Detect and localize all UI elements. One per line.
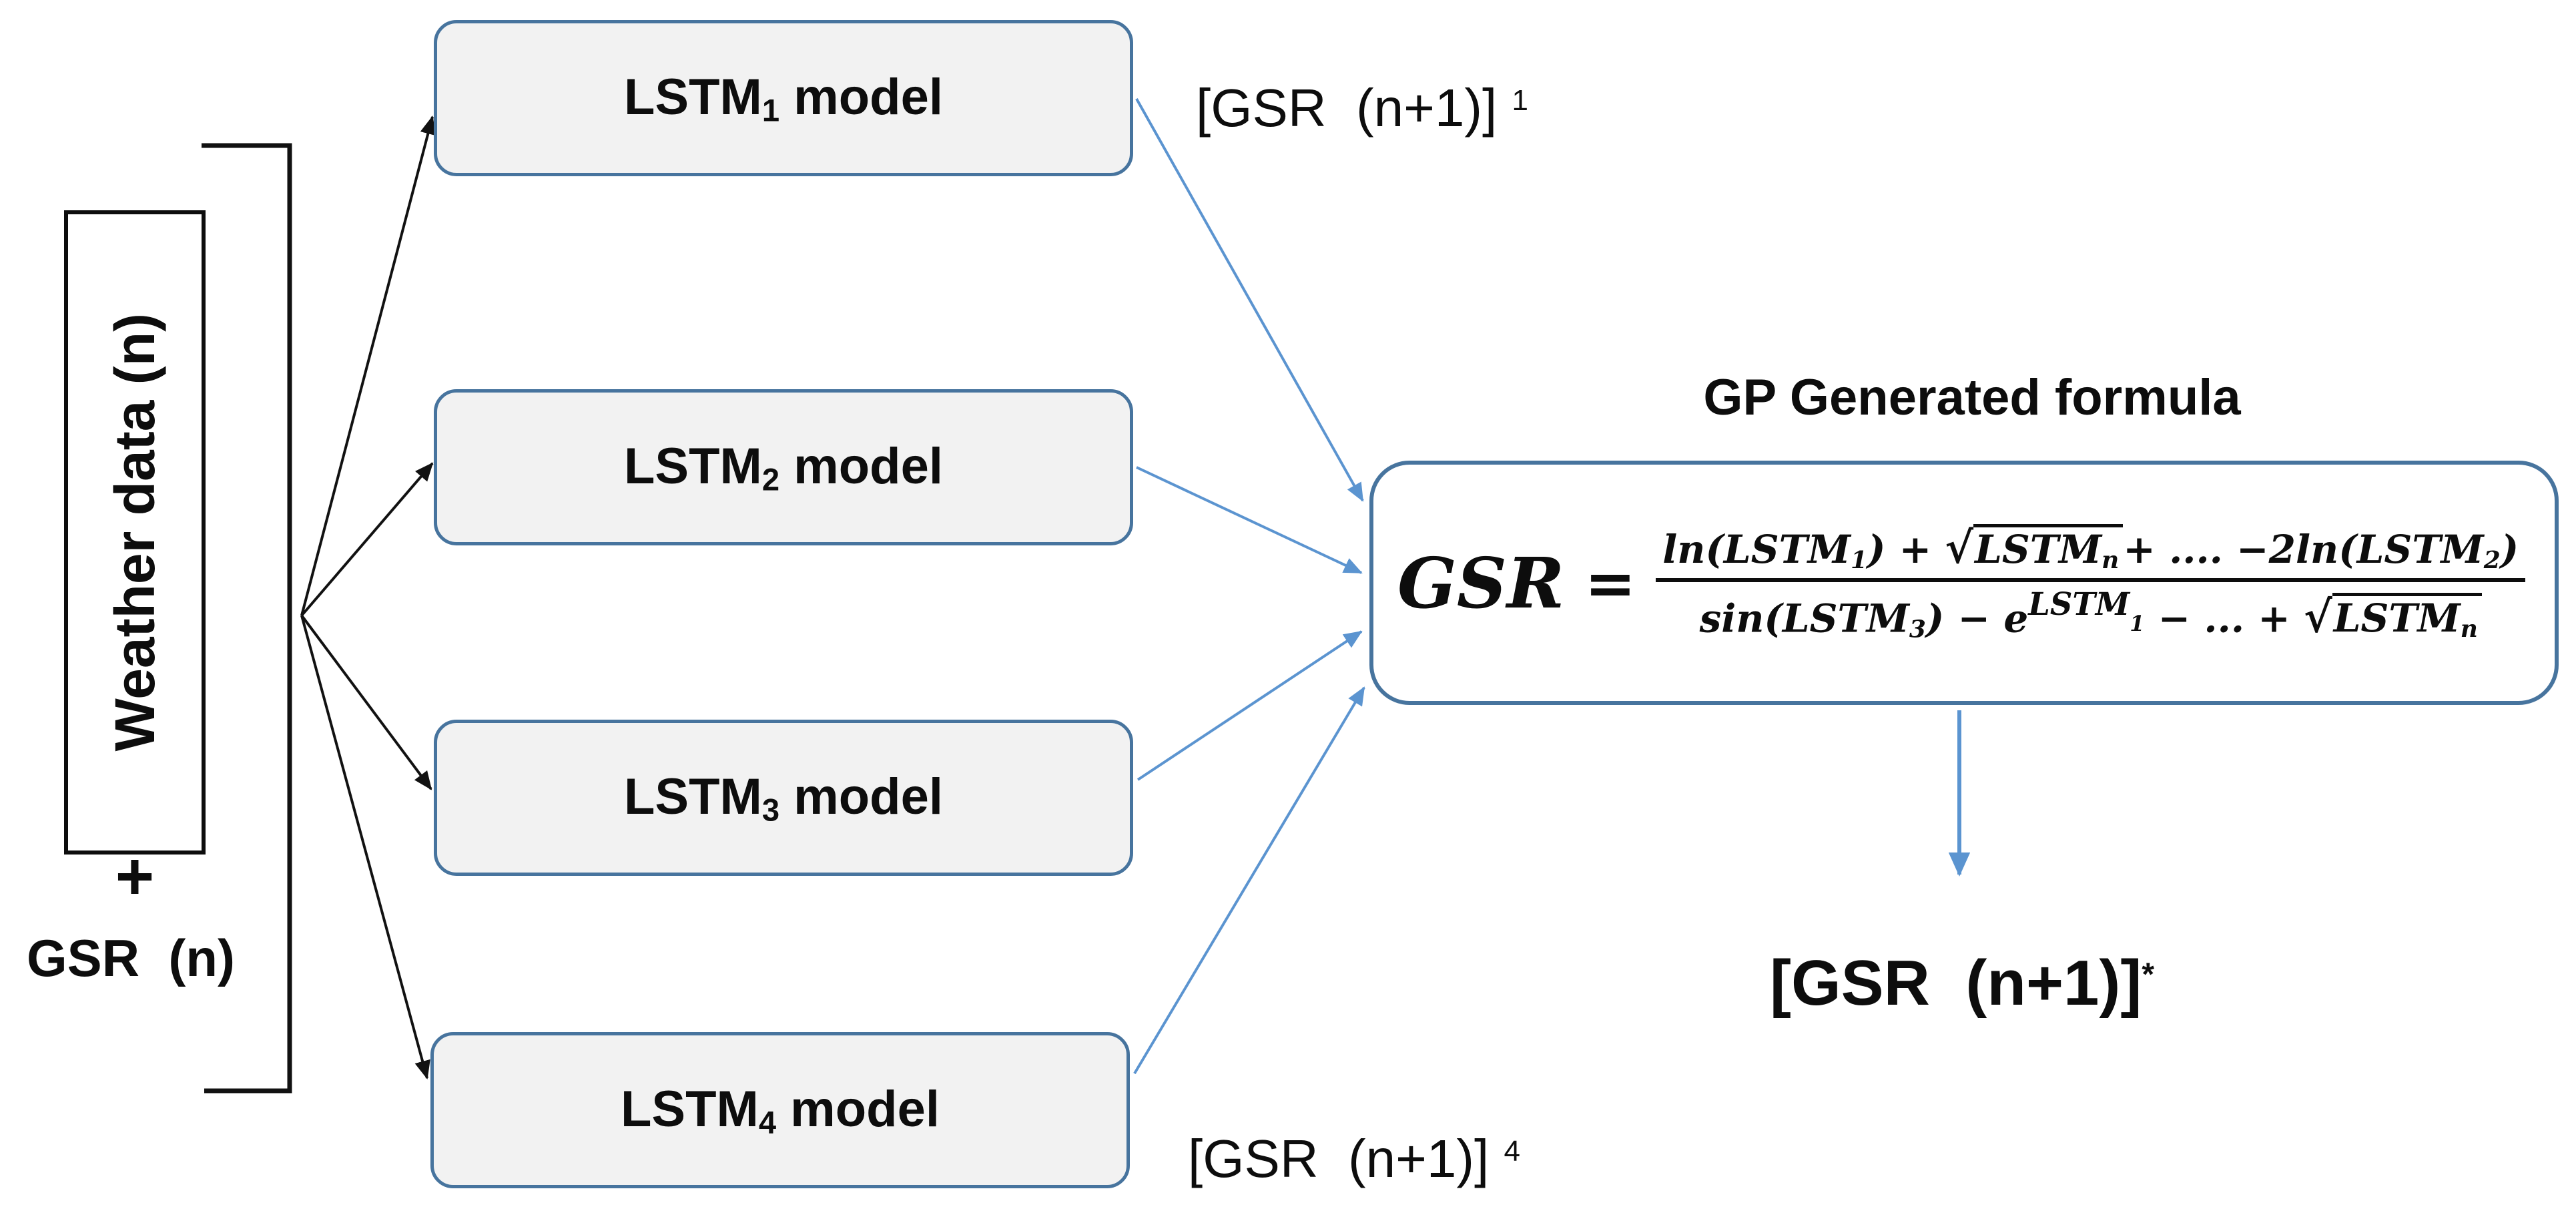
lstm4-model-box: LSTM4 model [430, 1032, 1130, 1188]
num-plus: ) + [1867, 526, 1945, 572]
gsr-n1-1-text: [GSR (n+1)] [1196, 78, 1512, 138]
arrow-input-to-lstm3 [300, 614, 432, 790]
plus-sign: + [115, 839, 155, 914]
arrow-lstm2-to-formula [1136, 466, 1363, 574]
lstm4-model-label: LSTM4 model [621, 1080, 940, 1140]
num-dots-term: + .... −2ln(LSTM [2123, 526, 2484, 572]
gsr-n1-4-superscript: 4 [1504, 1134, 1520, 1168]
lstm3-subscript: 3 [761, 792, 780, 828]
gsr-input-label: GSR (n) [27, 929, 235, 987]
lstm3-model-label: LSTM3 model [624, 768, 943, 828]
num-close-paren: ) [2500, 526, 2519, 572]
num-radical-body: LSTMn [1973, 523, 2124, 574]
lstm1-model-label: LSTM1 model [624, 68, 943, 128]
num-rad-sub: n [2102, 545, 2120, 574]
lstm3-base: LSTM [624, 768, 762, 825]
arrow-lstm3-to-formula [1137, 630, 1363, 781]
gsr-n1-4-text: [GSR (n+1)] [1188, 1129, 1504, 1188]
lstm3-rest: model [779, 768, 943, 825]
arrow-input-to-lstm2 [300, 462, 434, 617]
den-radical-icon: √ [2304, 591, 2332, 643]
input-group-bracket [202, 143, 292, 1093]
formula-denominator: sin(LSTM3) − eLSTM1 − ... + √LSTMn [1700, 585, 2482, 645]
gsr-n1-1-label: [GSR (n+1)] 1 [1196, 77, 1528, 139]
den-sin-term: sin(LSTM [1699, 595, 1909, 642]
num-radical-icon: √ [1945, 522, 1974, 573]
gp-formula-box: GSR = ln(LSTM1) + √LSTMn+ .... −2ln(LSTM… [1369, 461, 2559, 705]
formula-equals: = [1584, 547, 1636, 619]
lstm2-base: LSTM [624, 437, 762, 495]
lstm3-model-box: LSTM3 model [434, 720, 1133, 876]
den-sin-sub: 3 [1909, 615, 1926, 644]
arrow-input-to-lstm1 [300, 115, 436, 616]
gsr-n1-1-superscript: 1 [1512, 83, 1528, 117]
formula-lhs: GSR [1397, 541, 1565, 624]
arrow-lstm1-to-formula [1135, 98, 1364, 502]
gp-formula-title: GP Generated formula [1703, 369, 2241, 426]
lstm4-base: LSTM [621, 1080, 759, 1138]
arrow-input-to-lstm4 [300, 615, 430, 1079]
num-ln-term: ln(LSTM [1662, 526, 1851, 572]
lstm1-rest: model [779, 68, 943, 126]
lstm4-rest: model [776, 1080, 940, 1138]
fraction-bar [1656, 577, 2525, 582]
gsr-output-text: [GSR (n+1)] [1770, 947, 2142, 1019]
gsr-output-label: [GSR (n+1)]* [1770, 947, 2154, 1020]
formula-numerator: ln(LSTM1) + √LSTMn+ .... −2ln(LSTM2) [1662, 521, 2519, 575]
lstm2-model-label: LSTM2 model [624, 437, 943, 497]
den-radical-body: LSTMn [2332, 593, 2482, 642]
lstm2-model-box: LSTM2 model [434, 389, 1133, 545]
den-e-term: ) − e [1925, 595, 2029, 642]
gsr-output-superscript: * [2142, 957, 2155, 993]
gsr-n1-4-label: [GSR (n+1)] 4 [1188, 1128, 1520, 1190]
den-exponent: LSTM [2028, 585, 2130, 622]
formula-fraction: ln(LSTM1) + √LSTMn+ .... −2ln(LSTM2) sin… [1656, 521, 2525, 645]
lstm2-rest: model [779, 437, 943, 495]
weather-data-box: Weather data (n) [64, 210, 206, 855]
weather-data-label: Weather data (n) [103, 313, 166, 752]
arrow-lstm4-to-formula [1133, 686, 1365, 1075]
num-ln2-sub: 2 [2483, 545, 2501, 574]
lstm1-model-box: LSTM1 model [434, 20, 1133, 176]
den-dots-term: − ... + [2144, 595, 2304, 642]
num-rad-lstm: LSTM [1975, 526, 2102, 572]
lstm2-subscript: 2 [761, 461, 780, 497]
lstm1-base: LSTM [624, 68, 762, 126]
den-rad-lstm: LSTM [2333, 595, 2461, 642]
den-exponent-sub: 1 [2130, 610, 2145, 636]
num-ln-sub: 1 [1850, 545, 1867, 574]
lstm4-subscript: 4 [758, 1104, 777, 1140]
den-rad-sub: n [2460, 615, 2478, 644]
lstm1-subscript: 1 [761, 92, 780, 128]
